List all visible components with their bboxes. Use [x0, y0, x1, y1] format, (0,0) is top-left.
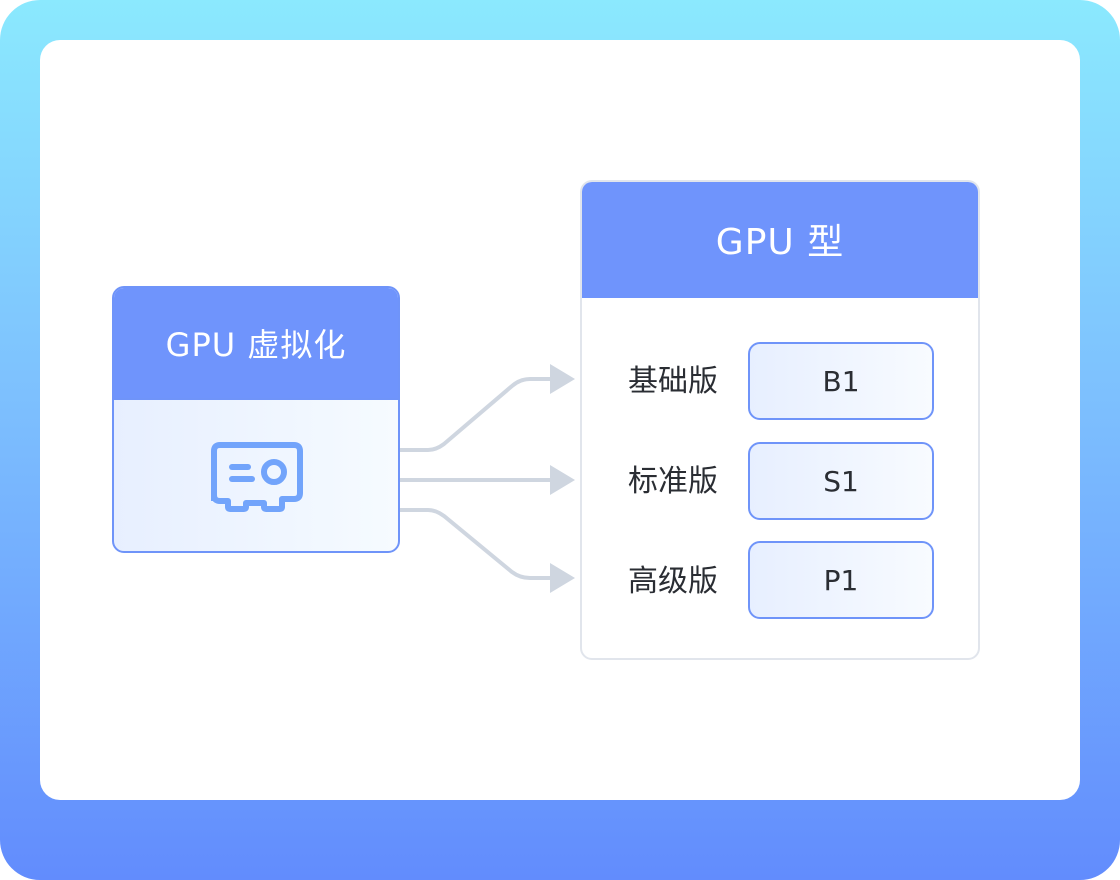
- tier-label-basic: 基础版: [628, 364, 718, 399]
- arrow-head-basic: [550, 364, 575, 394]
- tier-box-premium: P1: [748, 541, 934, 619]
- connector-to-basic: [398, 377, 554, 452]
- gpu-virtualization-card: GPU 虚拟化: [112, 286, 400, 553]
- arrow-head-standard: [550, 465, 575, 495]
- tier-box-standard: S1: [748, 442, 934, 520]
- gpu-type-title: GPU 型: [582, 182, 978, 298]
- tier-label-premium: 高级版: [628, 564, 718, 599]
- arrow-head-premium: [550, 563, 575, 593]
- gpu-virtualization-title: GPU 虚拟化: [114, 288, 398, 398]
- gpu-type-card: GPU 型 基础版 B1 标准版 S1 高级版 P1: [580, 180, 980, 660]
- connector-to-premium: [398, 508, 554, 580]
- tier-label-standard: 标准版: [628, 464, 718, 499]
- gpu-virtualization-body: [114, 398, 398, 551]
- tier-box-basic: B1: [748, 342, 934, 420]
- gpu-card-icon: [211, 441, 303, 512]
